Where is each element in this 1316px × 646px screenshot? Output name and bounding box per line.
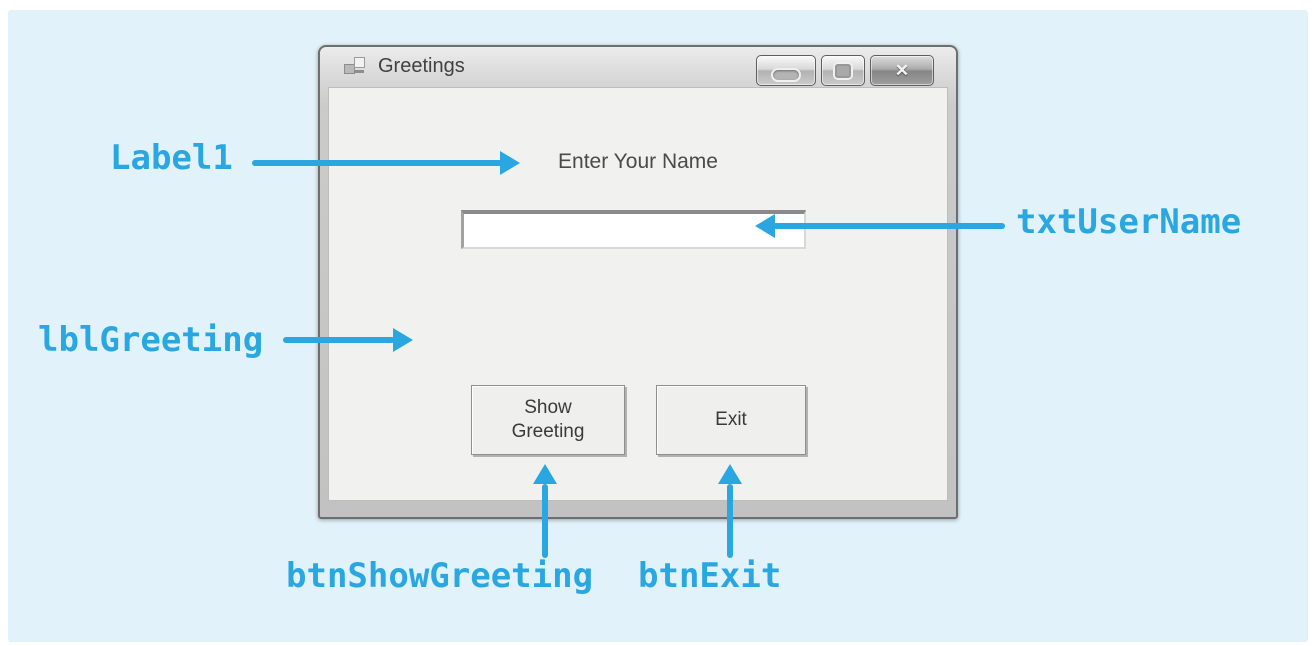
form-icon-base-bar — [355, 70, 364, 73]
btnshowgreeting-arrow-head — [533, 464, 557, 484]
close-icon: ✕ — [894, 61, 910, 80]
form-icon — [344, 57, 366, 76]
callout-label1: Label1 — [110, 138, 233, 178]
txtusername-arrow-shaft — [773, 223, 1005, 229]
txtusername-arrow-head — [755, 214, 775, 238]
close-button[interactable]: ✕ — [870, 55, 934, 86]
show-greeting-button[interactable]: Show Greeting — [471, 385, 625, 455]
title-bar[interactable]: Greetings ✕ — [320, 47, 956, 87]
btnexit-arrow-head — [718, 464, 742, 484]
callout-txtusername: txtUserName — [1016, 202, 1242, 242]
exit-button[interactable]: Exit — [656, 385, 806, 455]
form-client-area: Enter Your Name Show Greeting Exit — [328, 87, 948, 501]
minimize-icon — [773, 70, 799, 80]
label1-arrow-shaft — [252, 160, 504, 166]
form-icon-front-square — [354, 57, 365, 68]
maximize-button[interactable] — [821, 55, 865, 86]
callout-lblgreeting: lblGreeting — [38, 320, 264, 360]
callout-btnexit: btnExit — [638, 556, 782, 596]
form-icon-back-square — [344, 64, 355, 74]
greetings-window: Greetings ✕ Enter Your Name Show Greetin… — [318, 45, 958, 519]
window-title: Greetings — [378, 55, 465, 77]
btnshowgreeting-arrow-shaft — [542, 484, 548, 558]
lblgreeting-arrow-head — [393, 328, 413, 352]
window-controls: ✕ — [756, 55, 934, 86]
lblgreeting-arrow-shaft — [283, 337, 395, 343]
btnexit-arrow-shaft — [727, 484, 733, 558]
minimize-button[interactable] — [756, 55, 816, 86]
username-textbox[interactable] — [461, 210, 806, 249]
callout-btnshowgreeting: btnShowGreeting — [286, 556, 594, 596]
label1-arrow-head — [500, 151, 520, 175]
maximize-icon — [835, 63, 851, 78]
name-prompt-label: Enter Your Name — [558, 150, 718, 173]
